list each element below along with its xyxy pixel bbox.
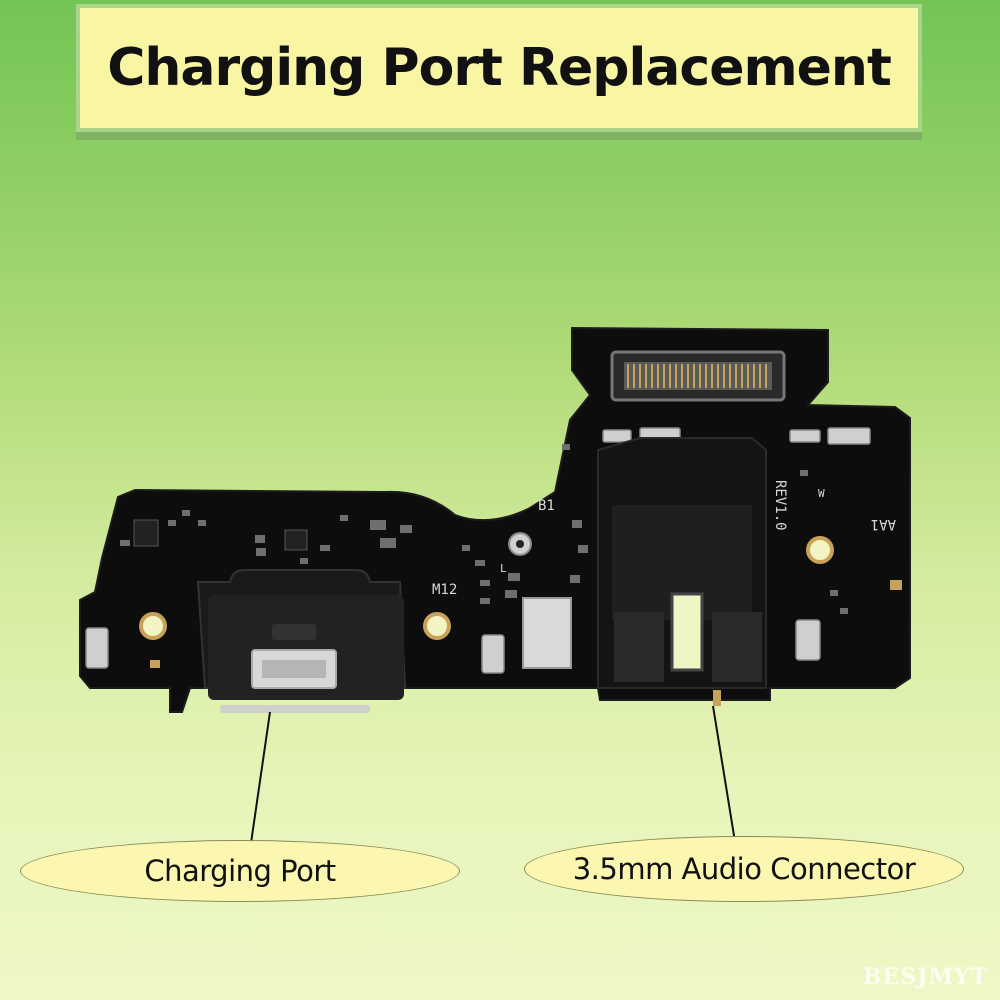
silkscreen-m12: M12 <box>432 582 457 598</box>
silkscreen-b1: B1 <box>538 498 555 514</box>
contact-pads <box>85 427 871 674</box>
shield-can <box>522 597 572 669</box>
brand-watermark: BESJMYT <box>862 964 988 990</box>
charging-port-label-text: Charging Port <box>144 854 336 888</box>
silkscreen-rev: REV1.0 <box>772 480 788 531</box>
silkscreen-w: W <box>818 487 825 500</box>
mounting-holes <box>139 536 834 640</box>
banner-title: Charging Port Replacement <box>107 38 892 98</box>
silkscreen-l: L <box>500 562 507 575</box>
charging-port-pointer <box>249 711 271 851</box>
charging-port-label: Charging Port <box>20 840 460 902</box>
usb-charging-port <box>196 569 407 713</box>
audio-connector-label: 3.5mm Audio Connector <box>524 836 964 902</box>
audio-jack <box>597 437 767 706</box>
smd-components <box>120 444 902 668</box>
title-banner: Charging Port Replacement <box>76 4 922 132</box>
audio-connector-label-text: 3.5mm Audio Connector <box>572 852 916 886</box>
audio-connector-pointer <box>712 705 737 849</box>
silkscreen-aa1: AA1 <box>871 516 896 532</box>
